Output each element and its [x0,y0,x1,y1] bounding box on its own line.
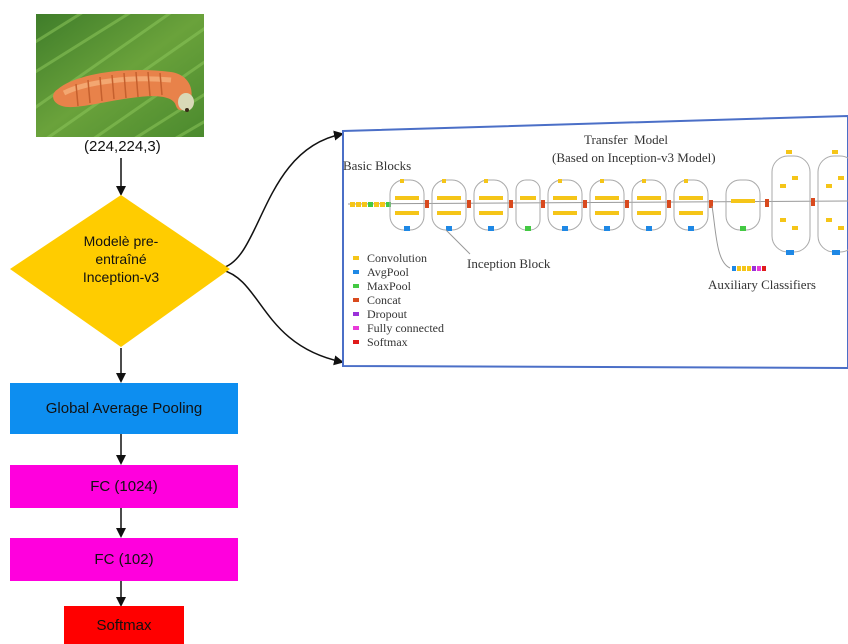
legend-swatch [353,298,359,302]
inception-block-label: Inception Block [467,256,551,271]
basic-blocks-row [350,202,391,207]
transfer-model-title: Transfer Model [584,132,669,147]
legend-label: MaxPool [367,278,412,293]
legend-item-fully-connected: Fully connected [353,320,444,335]
legend-label: Fully connected [367,320,444,335]
legend-item-maxpool: MaxPool [353,278,444,293]
transfer-model-subtitle: (Based on Inception-v3 Model) [552,150,716,165]
inception-block-units [395,150,844,255]
input-shape-label: (224,224,3) [84,138,161,155]
legend-item-dropout: Dropout [353,306,444,321]
diamond-label: Modelè pre- entraîné Inception-v3 [40,232,202,286]
legend-item-concat: Concat [353,292,444,307]
caterpillar-photo [36,14,204,137]
panel-border [342,114,848,370]
global-average-pooling-box: Global Average Pooling [10,383,238,434]
legend-label: Softmax [367,334,408,349]
fc-1024-box: FC (1024) [10,465,238,508]
legend-label: AvgPool [367,264,409,279]
diamond-line-1: Modelè pre- [83,233,159,249]
legend-label: Dropout [367,306,407,321]
inception-block-pointer [445,229,471,255]
legend-swatch [353,326,359,330]
basic-blocks-label: Basic Blocks [343,158,412,173]
diamond-line-2: entraîné [95,251,147,267]
legend-item-avgpool: AvgPool [353,264,444,279]
concat-markers [425,198,815,208]
legend: Convolution AvgPool MaxPool Concat Dropo… [353,250,444,350]
legend-item-softmax: Softmax [353,334,444,349]
legend-swatch [353,256,359,260]
legend-label: Concat [367,292,401,307]
fc-102-box: FC (102) [10,538,238,581]
pretrained-model-diamond [10,195,230,347]
diamond-line-3: Inception-v3 [82,269,160,285]
auxiliary-classifier-units [732,266,766,271]
legend-swatch [353,270,359,274]
legend-item-convolution: Convolution [353,250,444,265]
auxiliary-classifiers-label: Auxiliary Classifiers [708,277,816,292]
curve-to-panel-top [221,130,344,269]
legend-label: Convolution [367,250,428,265]
flow-line [347,200,848,205]
softmax-box: Softmax [64,606,184,644]
auxiliary-branch-line [711,205,731,269]
curve-to-panel-bottom [221,269,344,366]
legend-swatch [353,284,359,288]
legend-swatch [353,312,359,316]
legend-swatch [353,340,359,344]
